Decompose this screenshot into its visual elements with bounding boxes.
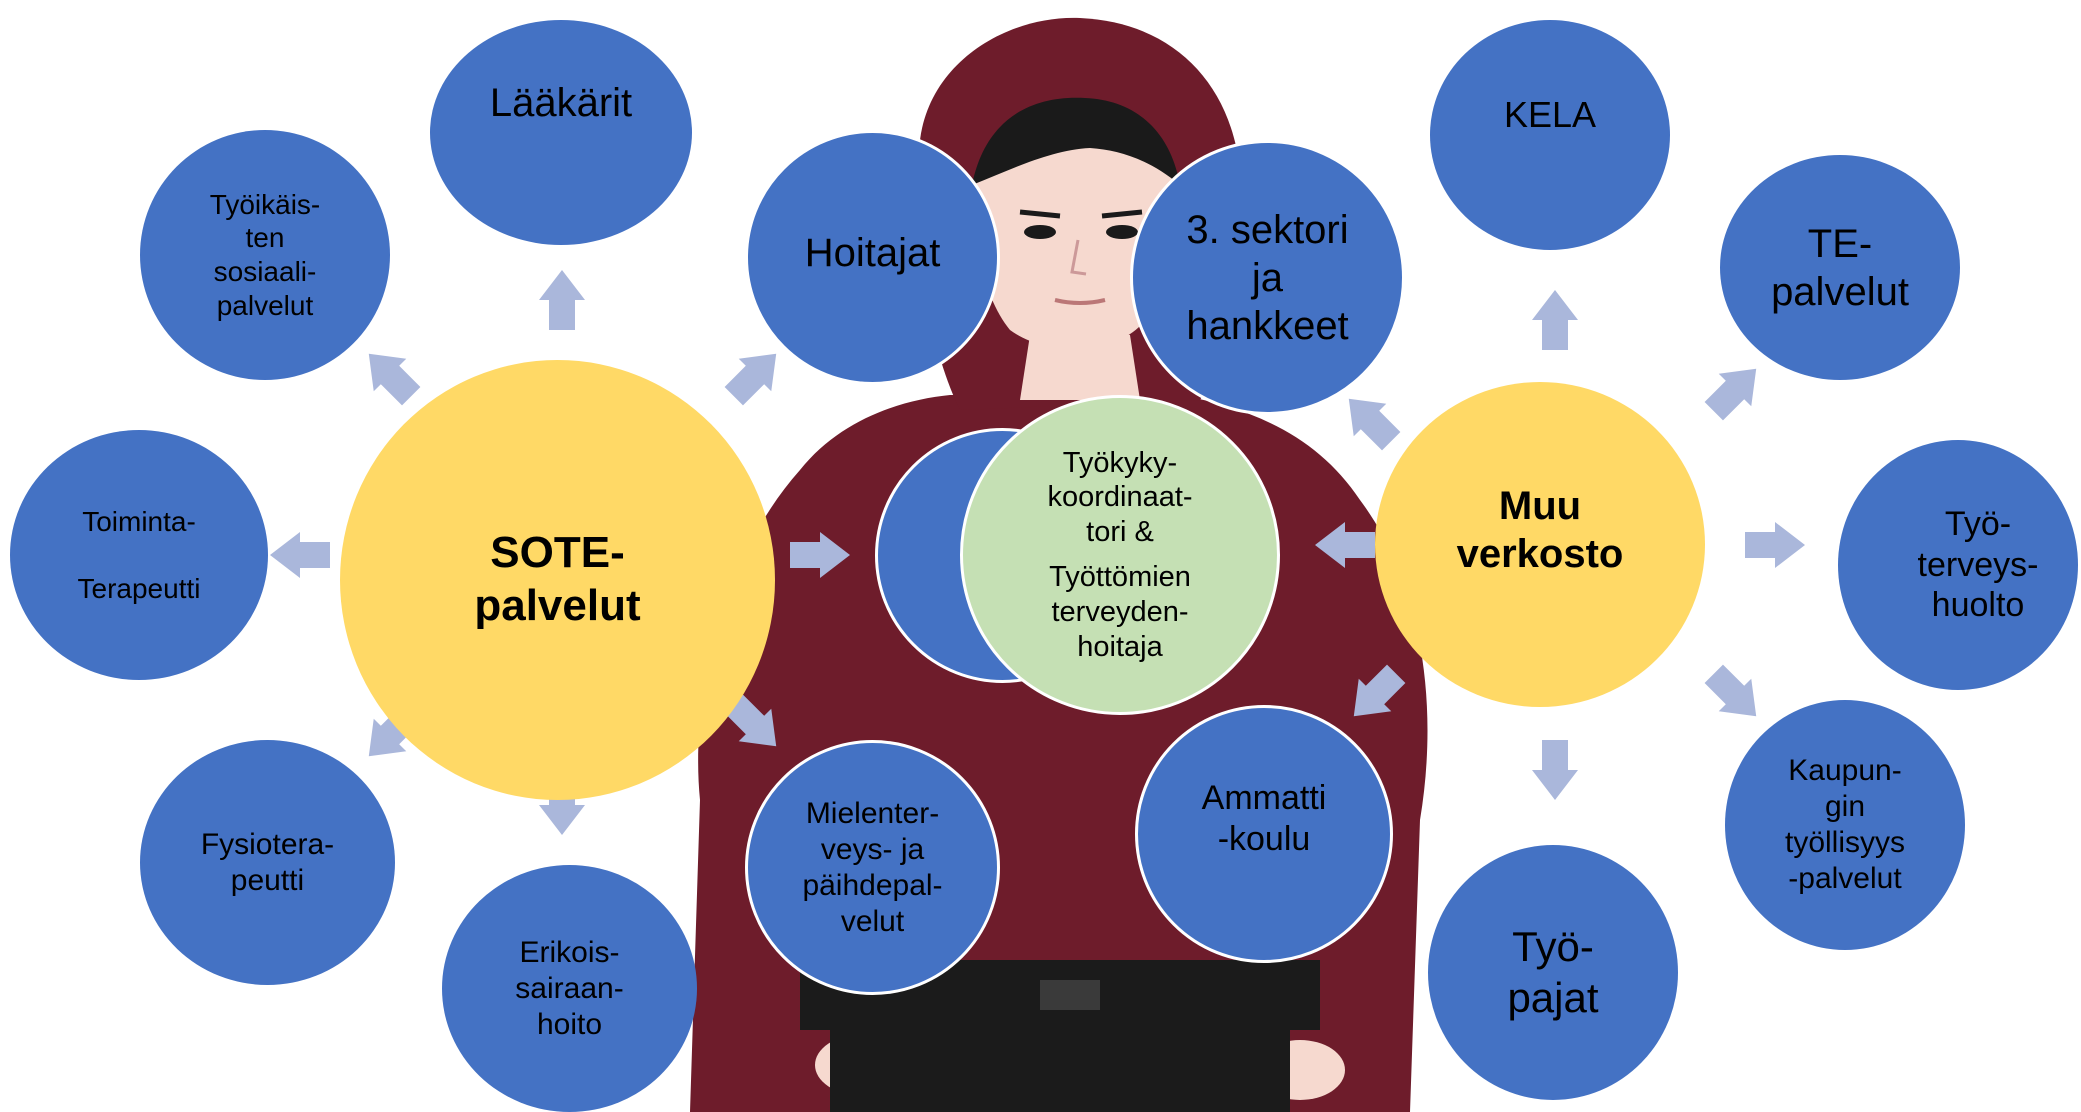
left-eye <box>1024 225 1056 239</box>
arrow-muu-to-kela <box>1532 290 1578 350</box>
node-toimintaterapeutti: Toiminta- Terapeutti <box>10 430 268 680</box>
node-hoitajat: Hoitajat <box>745 130 1000 385</box>
node-tyopajat: Työ- pajat <box>1428 845 1678 1100</box>
node-muu-verkosto: Muu verkosto <box>1375 382 1705 707</box>
node-fysioterapeutti: Fysiotera- peutti <box>140 740 395 985</box>
arrow-sote-to-mielenterveys <box>724 694 777 747</box>
arrow-sote-to-hoitajat <box>724 353 777 406</box>
face <box>974 104 1179 350</box>
neck <box>1020 335 1140 400</box>
right-eye <box>1106 225 1138 239</box>
hair <box>972 97 1180 185</box>
node-3-sektori: 3. sektori ja hankkeet <box>1130 140 1405 415</box>
node-kela: KELA <box>1430 20 1670 250</box>
arrow-muu-to-center <box>1315 522 1375 568</box>
arrow-sote-to-tyoikaisten <box>368 353 421 406</box>
arrow-sote-to-laakarit <box>539 270 585 330</box>
node-te-palvelut: TE- palvelut <box>1720 155 1960 380</box>
node-erikoissairaanhoito: Erikois- sairaan- hoito <box>442 865 697 1112</box>
arrow-muu-to-tyoterveys <box>1745 522 1805 568</box>
arrow-sote-to-center <box>790 532 850 578</box>
arrow-muu-to-te <box>1704 368 1757 421</box>
node-kaupungin-tyollisyyspalvelut: Kaupun- gin työllisyys -palvelut <box>1725 700 1965 950</box>
arrow-muu-to-ammattikoulu <box>1353 664 1406 717</box>
arrow-muu-to-sektori <box>1348 398 1401 451</box>
node-tyoikaisten-sosiaalipalvelut: Työikäis- ten sosiaali- palvelut <box>140 130 390 380</box>
node-laakarit: Lääkärit <box>430 20 692 245</box>
node-tyoterveyshuolto: Työ- terveys- huolto <box>1838 440 2078 690</box>
arrow-muu-to-kaupungin <box>1704 664 1757 717</box>
node-ammattikoulu: Ammatti -koulu <box>1135 705 1393 963</box>
node-tyokykykoordinaattori: Työkyky- koordinaat- tori & Työttömien t… <box>960 395 1280 715</box>
arrow-muu-to-tyopajat <box>1532 740 1578 800</box>
node-sote-palvelut: SOTE- palvelut <box>340 360 775 800</box>
node-mielenterveys: Mielenter- veys- ja päihdepal- velut <box>745 740 1000 995</box>
arrow-sote-to-toiminta <box>270 532 330 578</box>
